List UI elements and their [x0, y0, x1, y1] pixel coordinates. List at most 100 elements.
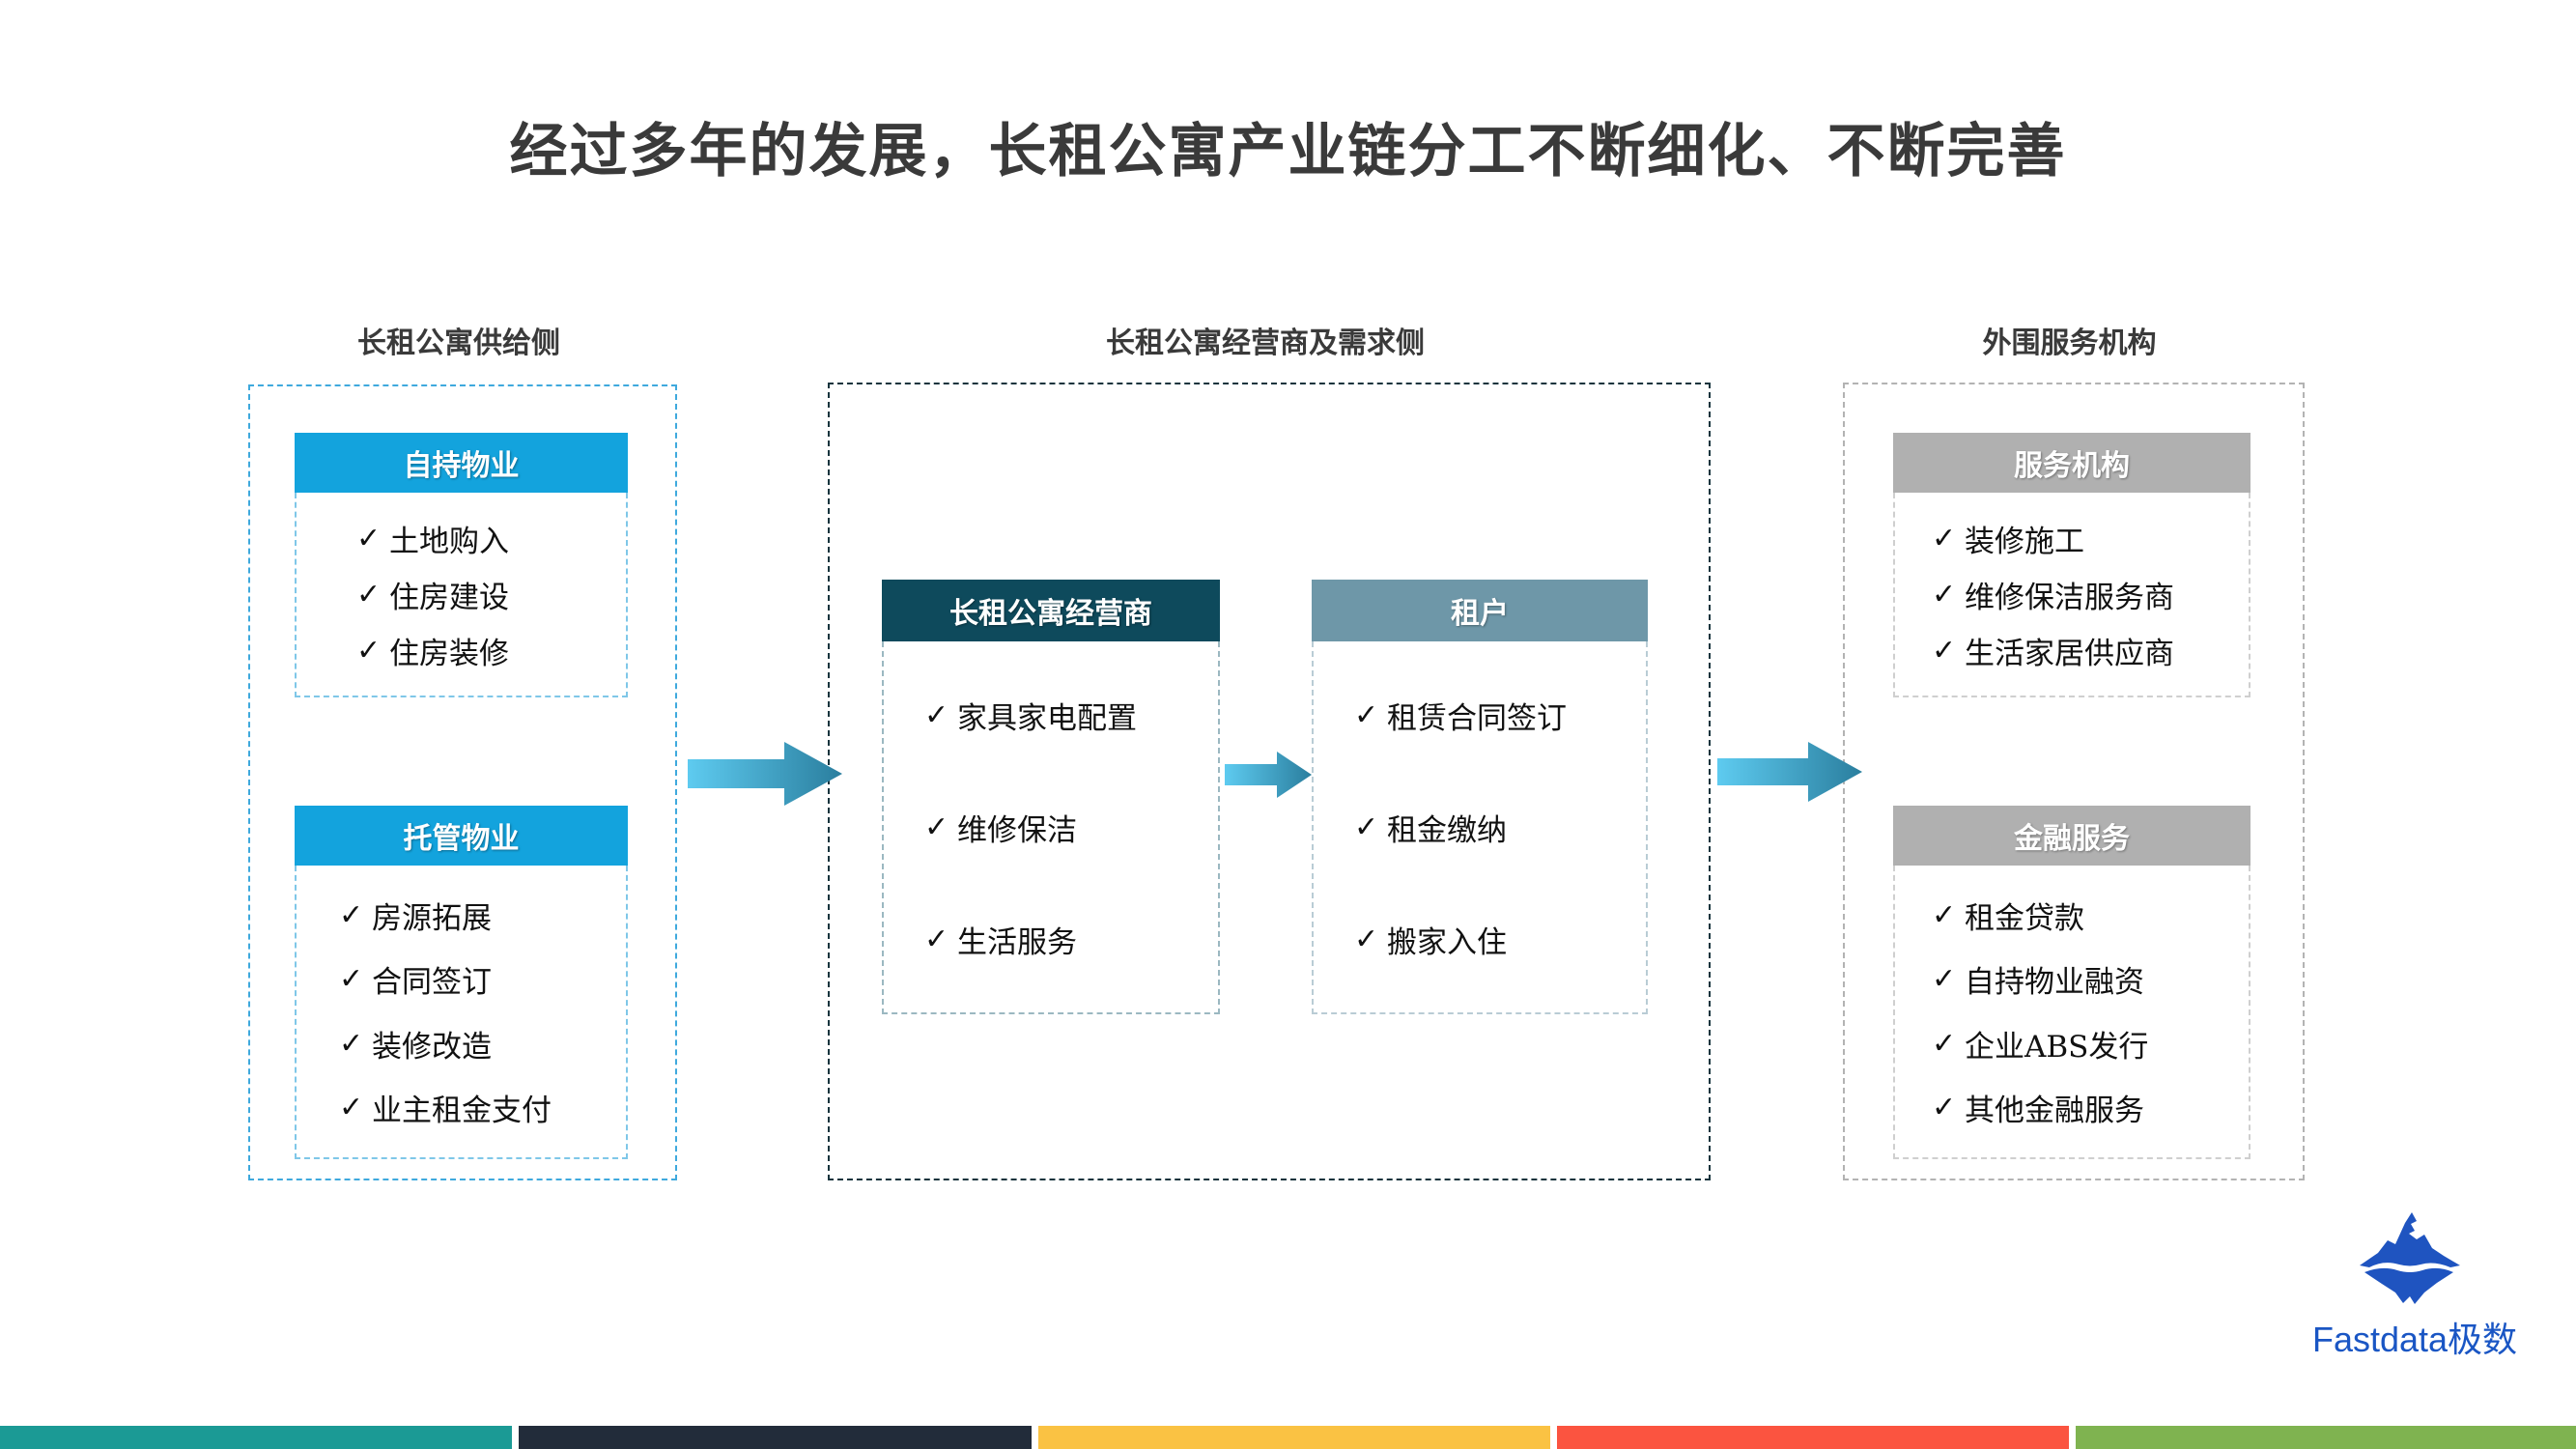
check-icon: ✓: [924, 697, 949, 732]
list-item-label: 租金贷款: [1965, 900, 2084, 936]
column-heading-service: 外围服务机构: [1982, 327, 2157, 359]
card-body-tenant: ✓租赁合同签订 ✓租金缴纳 ✓搬家入住: [1312, 641, 1648, 1014]
arrow-right-icon-operator-to-tenant: [1225, 752, 1312, 798]
list-item-label: 自持物业融资: [1965, 965, 2144, 1001]
list-item: ✓房源拓展: [339, 890, 626, 941]
list-item: ✓其他金融服务: [1932, 1082, 2249, 1133]
column-heading-supply: 长租公寓供给侧: [357, 327, 560, 359]
item-list-tenant: ✓租赁合同签订 ✓租金缴纳 ✓搬家入住: [1314, 659, 1646, 995]
item-list-trusteeship: ✓房源拓展 ✓合同签订 ✓装修改造 ✓业主租金支付: [297, 883, 626, 1140]
card-title-agency: 服务机构: [1893, 433, 2250, 493]
list-item: ✓租赁合同签订: [1354, 690, 1646, 741]
bottom-bar-segment-5: [2076, 1426, 2576, 1449]
check-icon: ✓: [1932, 521, 1957, 555]
column-frame-supply: [248, 384, 677, 1180]
card-body-trusteeship: ✓房源拓展 ✓合同签订 ✓装修改造 ✓业主租金支付: [295, 866, 628, 1159]
card-trusteeship-property[interactable]: 托管物业 ✓房源拓展 ✓合同签订 ✓装修改造 ✓业主租金支付: [295, 806, 628, 1159]
list-item: ✓租金贷款: [1932, 890, 2249, 941]
check-icon: ✓: [1354, 810, 1379, 844]
arrow-right-icon-tenant-to-service: [1717, 742, 1862, 802]
check-icon: ✓: [924, 810, 949, 844]
check-icon: ✓: [339, 1026, 364, 1061]
list-item: ✓装修施工: [1932, 513, 2249, 564]
check-icon: ✓: [1354, 922, 1379, 956]
bottom-bar-segment-3: [1038, 1426, 1550, 1449]
card-body-self-owned: ✓土地购入 ✓住房建设 ✓住房装修: [295, 493, 628, 697]
item-list-agency: ✓装修施工 ✓维修保洁服务商 ✓生活家居供应商: [1895, 510, 2249, 678]
card-service-agency[interactable]: 服务机构 ✓装修施工 ✓维修保洁服务商 ✓生活家居供应商: [1893, 433, 2250, 697]
list-item-label: 生活服务: [957, 924, 1077, 960]
card-body-finance: ✓租金贷款 ✓自持物业融资 ✓企业ABS发行 ✓其他金融服务: [1893, 866, 2250, 1159]
list-item: ✓装修改造: [339, 1018, 626, 1069]
list-item: ✓生活家居供应商: [1932, 625, 2249, 676]
iceberg-icon: [2357, 1208, 2463, 1309]
list-item-label: 业主租金支付: [372, 1094, 552, 1129]
list-item: ✓家具家电配置: [924, 690, 1218, 741]
bottom-bar-segment-4: [1557, 1426, 2069, 1449]
item-list-operator: ✓家具家电配置 ✓维修保洁 ✓生活服务: [884, 659, 1218, 995]
item-list-self-owned: ✓土地购入 ✓住房建设 ✓住房装修: [297, 510, 626, 678]
check-icon: ✓: [924, 922, 949, 956]
brand-logo: Fastdata极数: [2299, 1208, 2531, 1381]
brand-logo-text: Fastdata极数: [2311, 1320, 2518, 1359]
card-body-agency: ✓装修施工 ✓维修保洁服务商 ✓生活家居供应商: [1893, 493, 2250, 697]
card-financial-service[interactable]: 金融服务 ✓租金贷款 ✓自持物业融资 ✓企业ABS发行 ✓其他金融服务: [1893, 806, 2250, 1159]
card-self-owned-property[interactable]: 自持物业 ✓土地购入 ✓住房建设 ✓住房装修: [295, 433, 628, 697]
item-list-finance: ✓租金贷款 ✓自持物业融资 ✓企业ABS发行 ✓其他金融服务: [1895, 883, 2249, 1140]
list-item: ✓业主租金支付: [339, 1082, 626, 1133]
list-item: ✓生活服务: [924, 914, 1218, 965]
list-item: ✓住房建设: [356, 569, 626, 620]
check-icon: ✓: [356, 577, 382, 611]
list-item: ✓租金缴纳: [1354, 802, 1646, 853]
list-item-label: 合同签订: [372, 965, 492, 1001]
list-item-label: 搬家入住: [1387, 924, 1507, 960]
check-icon: ✓: [1932, 1091, 1957, 1125]
list-item-label: 装修改造: [372, 1029, 492, 1065]
check-icon: ✓: [356, 633, 382, 668]
check-icon: ✓: [339, 897, 364, 932]
list-item: ✓土地购入: [356, 513, 626, 564]
list-item-label: 住房装修: [389, 636, 509, 671]
list-item: ✓自持物业融资: [1932, 953, 2249, 1005]
list-item-label: 租赁合同签订: [1387, 700, 1567, 736]
card-title-tenant: 租户: [1312, 580, 1648, 641]
list-item-label: 家具家电配置: [957, 700, 1137, 736]
column-frame-operator: [828, 383, 1711, 1180]
card-title-trusteeship: 托管物业: [295, 806, 628, 866]
check-icon: ✓: [1932, 577, 1957, 611]
bottom-bar-segment-1: [0, 1426, 512, 1449]
bottom-color-bar: [0, 1426, 2576, 1449]
card-title-operator: 长租公寓经营商: [882, 580, 1220, 641]
list-item-label: 其他金融服务: [1965, 1094, 2144, 1129]
list-item-label: 土地购入: [389, 524, 509, 559]
list-item: ✓企业ABS发行: [1932, 1018, 2249, 1069]
list-item-label: 装修施工: [1965, 524, 2084, 559]
list-item-label: 企业ABS发行: [1965, 1029, 2149, 1065]
list-item: ✓住房装修: [356, 625, 626, 676]
list-item: ✓维修保洁: [924, 802, 1218, 853]
card-title-finance: 金融服务: [1893, 806, 2250, 866]
column-heading-operator: 长租公寓经营商及需求侧: [1106, 327, 1425, 359]
list-item-label: 维修保洁: [957, 812, 1077, 848]
list-item-label: 住房建设: [389, 580, 509, 615]
list-item: ✓搬家入住: [1354, 914, 1646, 965]
check-icon: ✓: [1932, 962, 1957, 997]
check-icon: ✓: [339, 1091, 364, 1125]
card-title-self-owned: 自持物业: [295, 433, 628, 493]
list-item-label: 生活家居供应商: [1965, 636, 2174, 671]
list-item-label: 维修保洁服务商: [1965, 580, 2174, 615]
check-icon: ✓: [1932, 897, 1957, 932]
arrow-right-icon-supply-to-operator: [688, 742, 842, 806]
list-item: ✓合同签订: [339, 953, 626, 1005]
check-icon: ✓: [339, 962, 364, 997]
card-body-operator: ✓家具家电配置 ✓维修保洁 ✓生活服务: [882, 641, 1220, 1014]
check-icon: ✓: [1354, 697, 1379, 732]
card-tenant[interactable]: 租户 ✓租赁合同签订 ✓租金缴纳 ✓搬家入住: [1312, 580, 1648, 1014]
check-icon: ✓: [1932, 1026, 1957, 1061]
check-icon: ✓: [1932, 633, 1957, 668]
list-item-label: 房源拓展: [372, 900, 492, 936]
bottom-bar-segment-2: [519, 1426, 1032, 1449]
check-icon: ✓: [356, 521, 382, 555]
card-apartment-operator[interactable]: 长租公寓经营商 ✓家具家电配置 ✓维修保洁 ✓生活服务: [882, 580, 1220, 1014]
